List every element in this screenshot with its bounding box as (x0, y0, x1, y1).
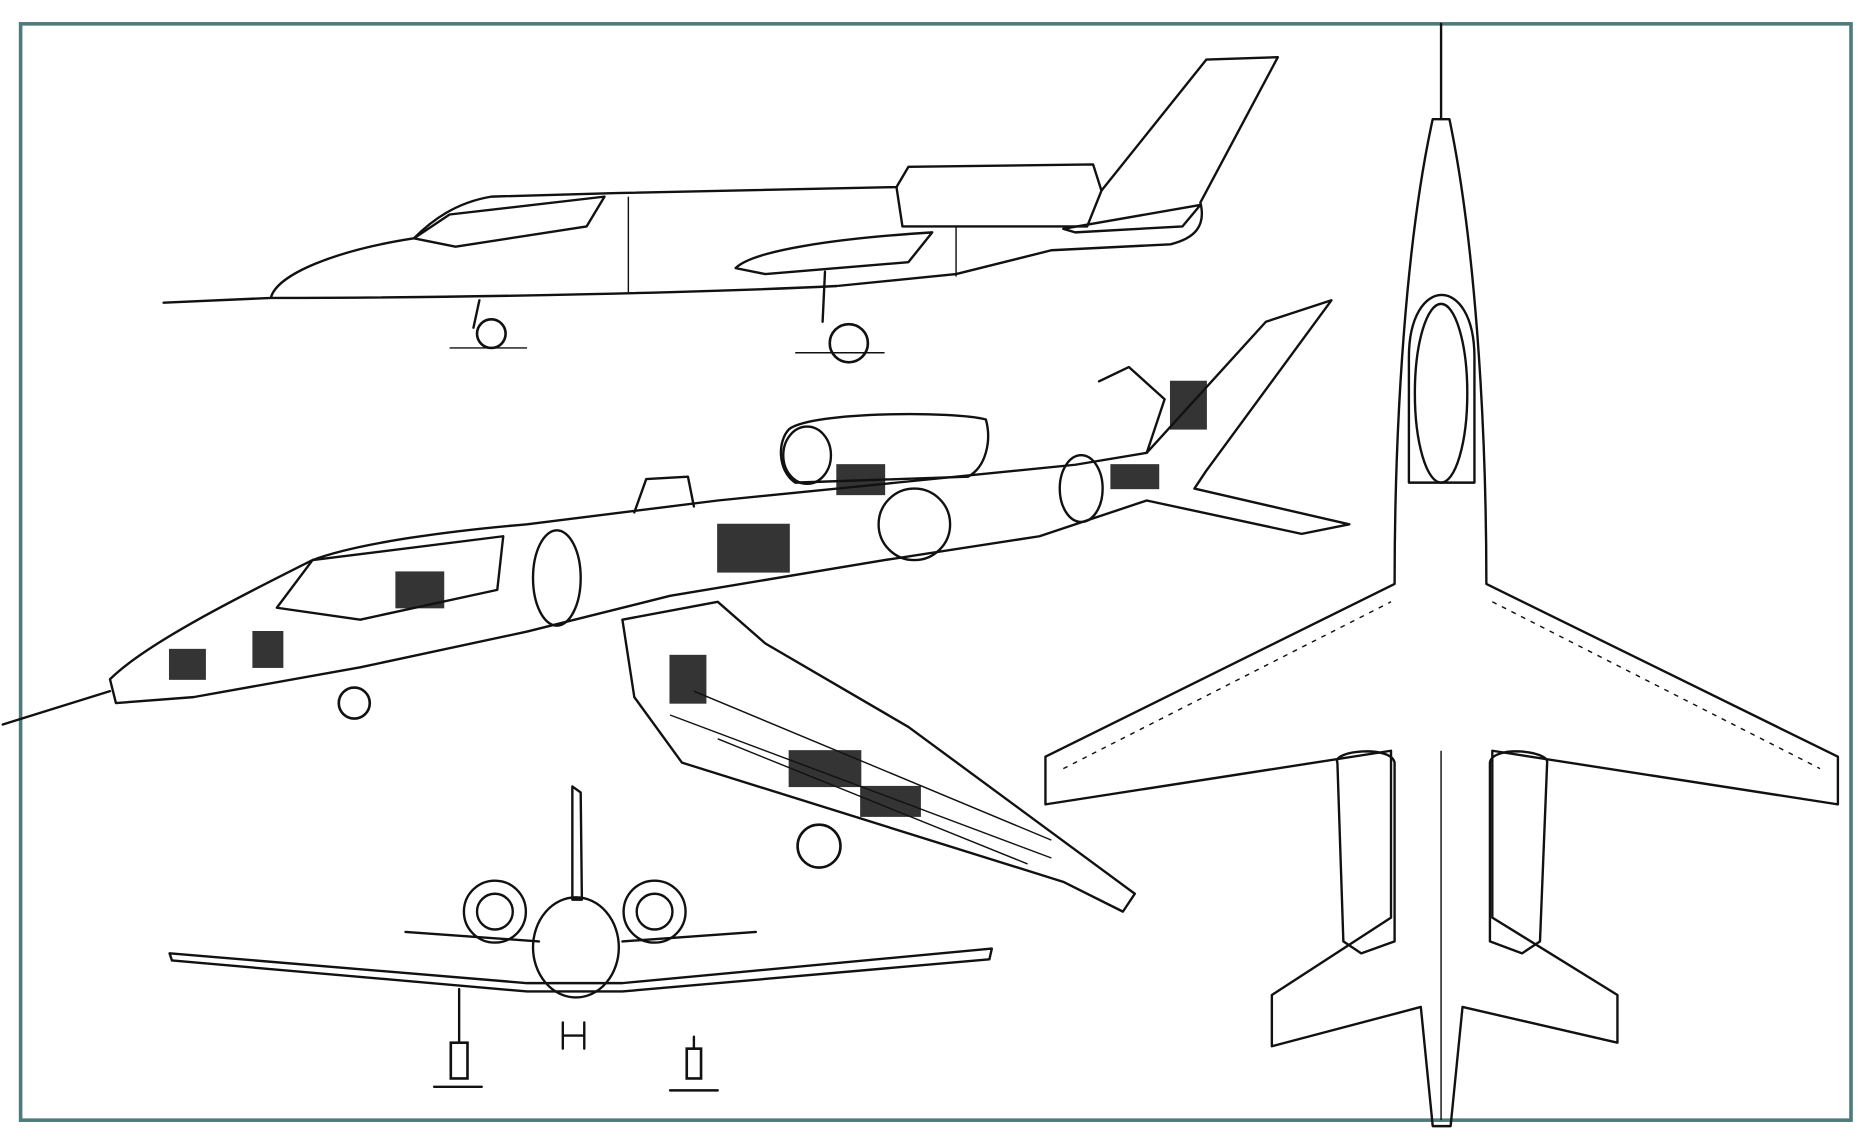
top-view (1044, 22, 1840, 1128)
side-view (162, 56, 1280, 364)
front-view (168, 785, 994, 1092)
cutaway-nose-wheel (337, 686, 372, 720)
nose-wheel (475, 318, 507, 350)
frame-border (18, 22, 1853, 1122)
cutaway-main-wheel (796, 823, 842, 869)
main-wheel (828, 322, 870, 364)
cutaway-view (1, 299, 1351, 913)
